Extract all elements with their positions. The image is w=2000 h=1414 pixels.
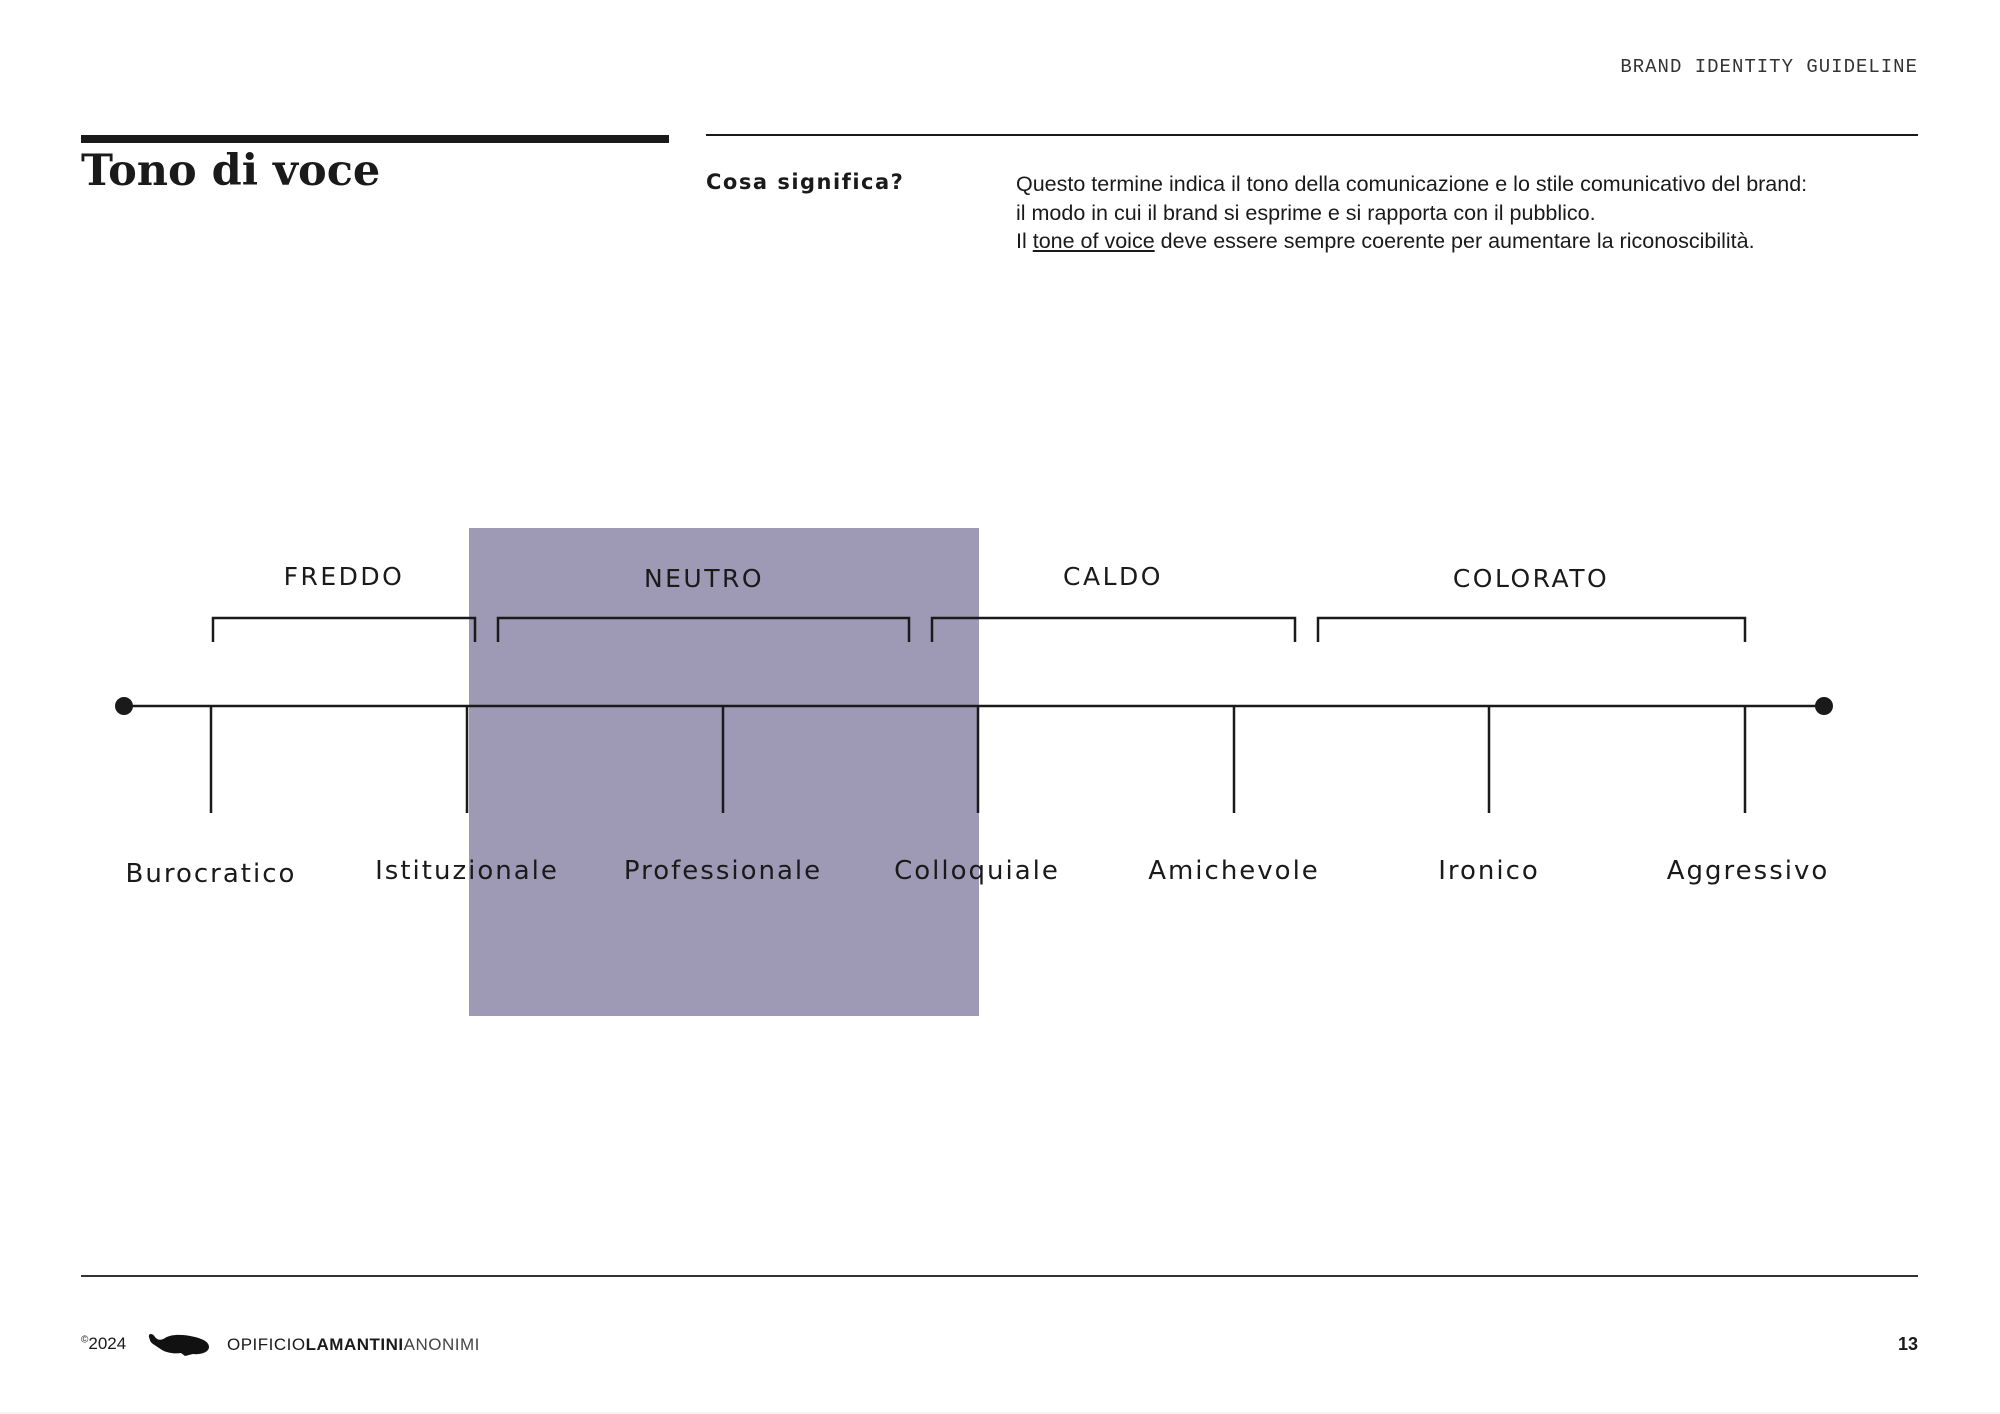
definition-line-3: Il tone of voice deve essere sempre coer… (1016, 227, 1926, 256)
scale-start-dot (115, 697, 133, 715)
copyright: ©2024 (81, 1334, 126, 1354)
bracket-caldo (930, 616, 1297, 642)
footer-rule (81, 1275, 1918, 1277)
definition-line-1: Questo termine indica il tono della comu… (1016, 172, 1808, 196)
manatee-logo-icon (148, 1334, 209, 1356)
tone-label-amichevole: Amichevole (1148, 856, 1320, 886)
page-number: 13 (1897, 1334, 1918, 1354)
tone-label-istituzionale: Istituzionale (375, 856, 559, 886)
bracket-neutro (496, 616, 911, 642)
tone-label-burocratico: Burocratico (126, 859, 297, 889)
definition-text: Questo termine indica il tono della comu… (1016, 170, 1926, 256)
tone-label-colloquiale: Colloquiale (894, 856, 1060, 886)
bracket-freddo (211, 616, 477, 642)
definition-line-3-prefix: Il (1016, 229, 1033, 253)
brand-name-part-3: ANONIMI (403, 1335, 480, 1354)
neutro-highlight (469, 528, 979, 1016)
group-label-caldo: CALDO (1063, 562, 1163, 591)
definition-question: Cosa significa? (706, 170, 905, 194)
scale-end-dot (1815, 697, 1833, 715)
bracket-colorato (1316, 616, 1747, 642)
group-label-neutro: NEUTRO (644, 564, 764, 593)
brand-name: OPIFICIOLAMANTINIANONIMI (227, 1335, 480, 1355)
tone-label-ironico: Ironico (1438, 856, 1540, 886)
group-label-freddo: FREDDO (284, 562, 405, 591)
tone-of-voice-term: tone of voice (1032, 229, 1155, 253)
definition-line-3-suffix: deve essere sempre coerente per aumentar… (1154, 229, 1755, 253)
copyright-symbol: © (81, 1334, 89, 1346)
group-label-colorato: COLORATO (1453, 564, 1609, 593)
brand-name-part-2: LAMANTINI (305, 1335, 404, 1354)
header-label: BRAND IDENTITY GUIDELINE (1620, 56, 1918, 78)
brand-name-part-1: OPIFICIO (227, 1335, 306, 1354)
page-title: Tono di voce (81, 146, 381, 196)
title-rule (81, 135, 669, 143)
tone-label-professionale: Professionale (624, 856, 822, 886)
header-rule (706, 134, 1918, 136)
copyright-year: 2024 (88, 1334, 127, 1353)
tone-label-aggressivo: Aggressivo (1667, 856, 1830, 886)
definition-line-2: il modo in cui il brand si esprime e si … (1016, 200, 1596, 225)
